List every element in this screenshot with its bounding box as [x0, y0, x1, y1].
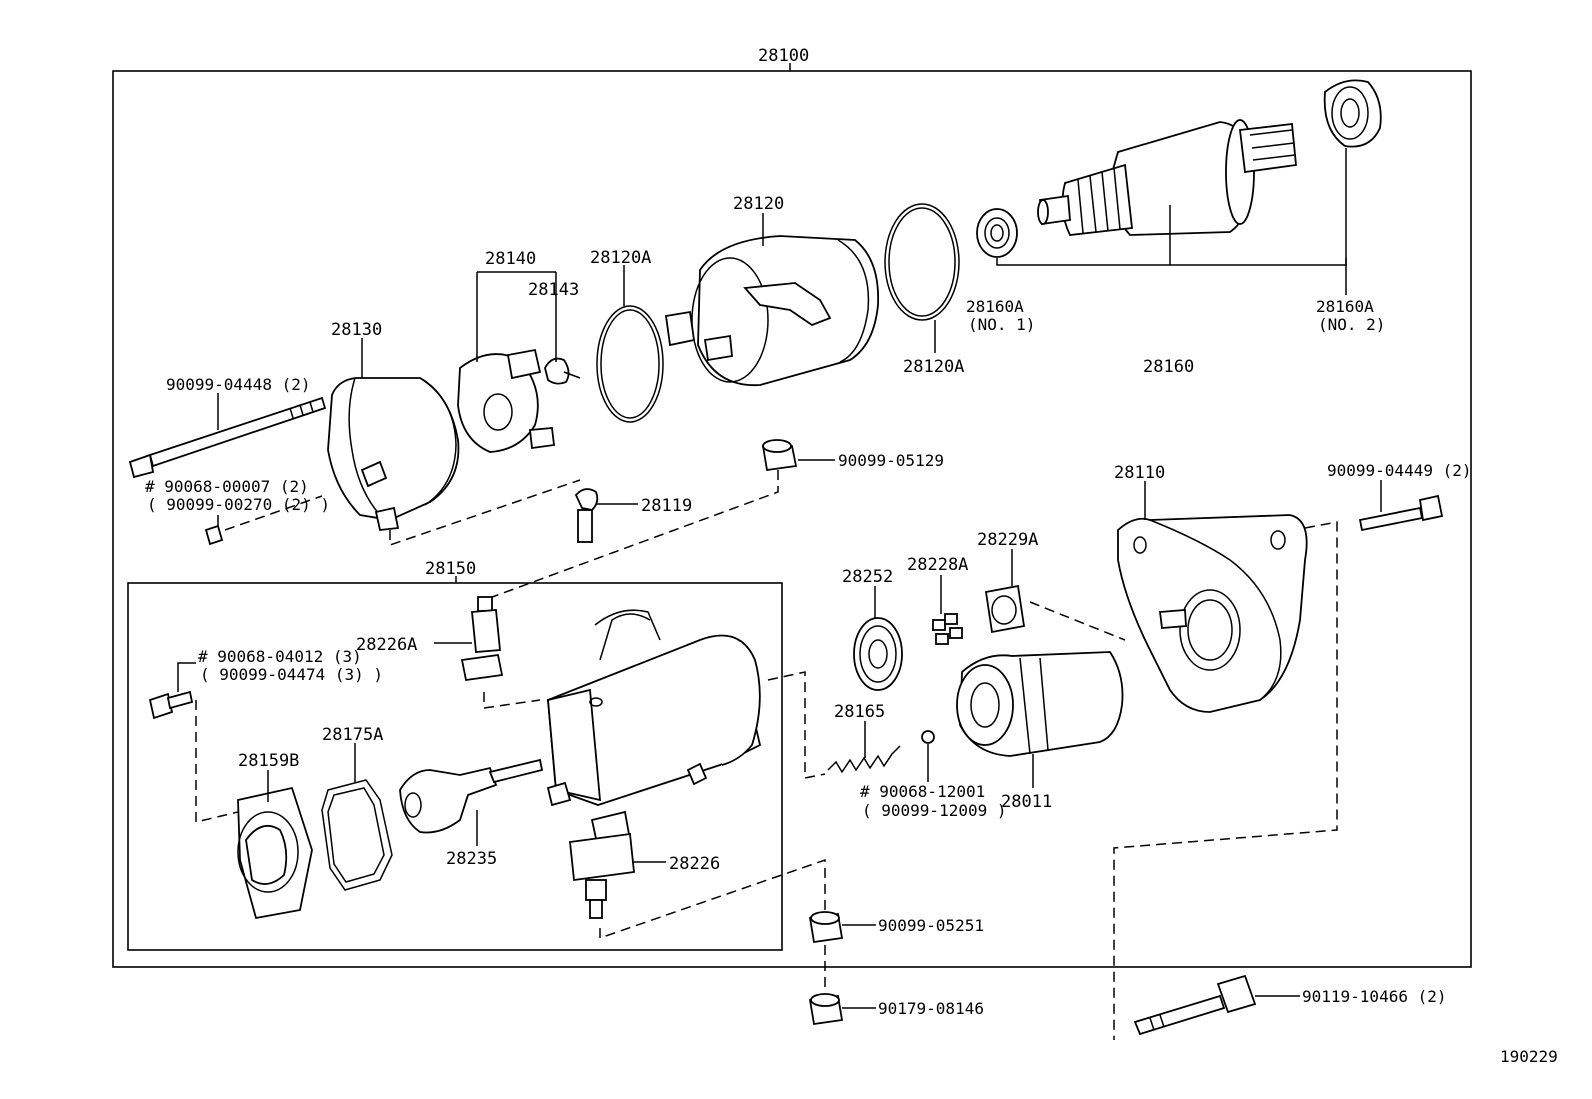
label-28011: 28011	[1001, 792, 1052, 812]
label-90179-08146: 90179-08146	[878, 999, 984, 1018]
spring-28143	[544, 357, 581, 385]
label-28119: 28119	[641, 496, 692, 516]
spring-28165	[827, 745, 901, 774]
label-28226: 28226	[669, 854, 720, 874]
label-28160A-no1-note: (NO. 1)	[968, 315, 1035, 334]
figure-id: 190229	[1500, 1047, 1558, 1066]
nut-90099-05129	[761, 439, 798, 472]
terminal-28226A	[460, 596, 504, 682]
gear-28252	[853, 617, 903, 691]
label-28226A: 28226A	[356, 635, 417, 655]
o-ring-28120A-right	[884, 203, 960, 321]
screw-90068-00007	[204, 515, 224, 546]
label-28120A-left: 28120A	[590, 248, 651, 268]
label-28175A: 28175A	[322, 725, 383, 745]
label-28160: 28160	[1143, 357, 1194, 377]
screw-90068-04012	[148, 690, 194, 720]
through-bolt-90099-04448	[128, 396, 327, 479]
plunger-28235	[399, 758, 544, 834]
cover-28159B	[237, 786, 313, 920]
drive-housing-28110	[1117, 514, 1308, 713]
yoke-28120	[664, 235, 880, 387]
clutch-28011	[956, 651, 1124, 757]
nut-90179-08146	[808, 993, 844, 1026]
label-28160A-no2-note: (NO. 2)	[1318, 315, 1385, 334]
label-28150: 28150	[425, 559, 476, 579]
label-28140: 28140	[485, 249, 536, 269]
retainer-28229A	[984, 584, 1026, 634]
label-90099-04449: 90099-04449 (2)	[1327, 461, 1472, 480]
bolt-90099-04449	[1358, 494, 1444, 532]
nut-90099-05251	[808, 911, 844, 944]
label-90068-04012: # 90068-04012 (3)	[198, 647, 362, 666]
label-90099-04474: ( 90099-04474 (3) )	[200, 665, 383, 684]
label-28252: 28252	[842, 567, 893, 587]
label-28159B: 28159B	[238, 751, 299, 771]
label-28160A-no2: 28160A	[1316, 297, 1374, 316]
label-90068-00007: # 90068-00007 (2)	[145, 477, 309, 496]
terminal-28226	[569, 810, 635, 919]
label-28229A: 28229A	[977, 530, 1038, 550]
label-90068-12001: # 90068-12001	[860, 782, 985, 801]
armature-28160	[1037, 119, 1297, 236]
brush-holder-28140	[457, 348, 555, 453]
rollers-28228A	[932, 613, 963, 645]
label-28160A-no1: 28160A	[966, 297, 1024, 316]
label-90099-05129: 90099-05129	[838, 451, 944, 470]
magnetic-switch-body	[546, 609, 762, 807]
assembly-frame-28100	[112, 70, 1472, 968]
label-28130: 28130	[331, 320, 382, 340]
o-ring-28120A-left	[596, 305, 664, 423]
bearing-28160A-no1	[976, 208, 1018, 258]
label-28110: 28110	[1114, 463, 1165, 483]
label-90099-04448: 90099-04448 (2)	[166, 375, 311, 394]
label-28143: 28143	[528, 280, 579, 300]
ball-90068-12001	[921, 730, 935, 744]
label-28235: 28235	[446, 849, 497, 869]
gasket-28175A	[321, 779, 393, 891]
label-28100: 28100	[758, 46, 809, 66]
bolt-90119-10466	[1133, 974, 1257, 1036]
screw-28119	[574, 488, 599, 543]
label-28165: 28165	[834, 702, 885, 722]
label-28228A: 28228A	[907, 555, 968, 575]
end-frame-28130	[327, 377, 460, 531]
label-90099-12009: ( 90099-12009 )	[862, 801, 1007, 820]
bearing-28160A-no2	[1323, 79, 1382, 148]
label-90119-10466: 90119-10466 (2)	[1302, 987, 1447, 1006]
label-90099-05251: 90099-05251	[878, 916, 984, 935]
label-90099-00270: ( 90099-00270 (2) )	[147, 495, 330, 514]
subassembly-frame-28150	[127, 582, 783, 951]
label-28120A-right: 28120A	[903, 357, 964, 377]
label-28120: 28120	[733, 194, 784, 214]
